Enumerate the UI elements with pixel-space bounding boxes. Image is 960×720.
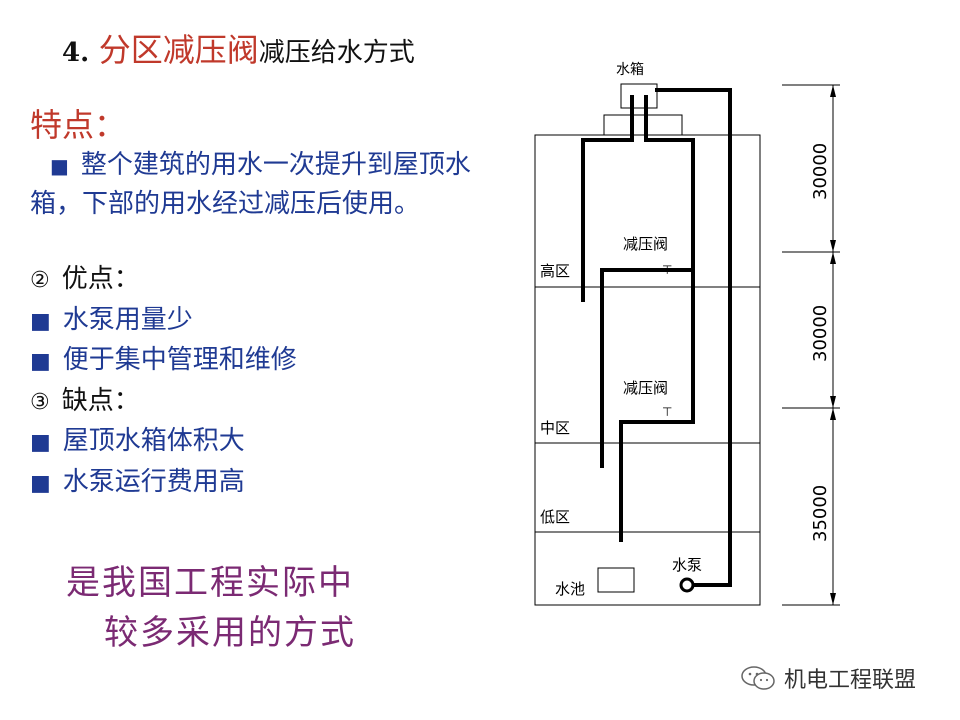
zone-mid-label: 中区: [540, 419, 570, 437]
watermark-text: 机电工程联盟: [784, 668, 917, 693]
list-item-text: 优点：: [61, 264, 140, 294]
dimension-arrow: [830, 396, 836, 408]
list-bullet: ■: [30, 430, 51, 455]
pump-icon: [679, 577, 695, 593]
list-item-text: 水泵运行费用高: [62, 466, 245, 497]
mid-zone-pipe: [600, 268, 693, 468]
features-description-text: 整个建筑的用水一次提升到屋顶水箱，下部的用水经过减压后使用。: [30, 150, 471, 219]
list-item-text: 缺点：: [61, 385, 140, 416]
wechat-icon: [741, 666, 775, 690]
dimension-arrow: [830, 252, 836, 264]
building-outline: [534, 134, 761, 606]
bottom-note: 是我国工程实际中 较多采用的方式: [66, 558, 356, 658]
dimension-arrow: [830, 240, 836, 252]
dimension-arrow: [830, 408, 836, 420]
list-item-text: 屋顶水箱体积大: [62, 426, 245, 456]
riser-pipe: [655, 88, 732, 587]
features-description: ■整个建筑的用水一次提升到屋顶水箱，下部的用水经过减压后使用。: [30, 146, 490, 223]
zone-high-label: 高区: [540, 262, 570, 280]
pressure-valve-icon: ⊤: [662, 263, 672, 277]
watermark: 机电工程联盟: [740, 662, 916, 694]
list-item: ■ 屋顶水箱体积大: [30, 422, 297, 463]
list-item: ③ 缺点：: [30, 382, 297, 423]
list-item: ■ 便于集中管理和维修: [30, 341, 297, 382]
valve-label-upper: 减压阀: [623, 235, 668, 253]
list-bullet: ■: [30, 308, 51, 334]
high-zone-pipe: [581, 95, 634, 302]
note-line-1: 是我国工程实际中: [66, 563, 354, 603]
list-bullet: ②: [30, 268, 50, 293]
dimension-arrow: [830, 85, 836, 97]
valve-label-lower: 减压阀: [623, 379, 668, 397]
list-bullet: ■: [30, 349, 51, 374]
slide-title: 4. 分区减压阀减压给水方式: [62, 30, 415, 73]
features-heading: 特点：: [30, 106, 127, 144]
dimension-arrow: [830, 593, 836, 605]
roof-base: [603, 114, 683, 136]
dimension-label: 30000: [810, 143, 831, 200]
title-rest: 减压给水方式: [258, 38, 415, 68]
pros-cons-list: ② 优点： ■ 水泵用量少 ■ 便于集中管理和维修 ③ 缺点： ■ 屋顶水箱体积大 ■ 水泵…: [30, 260, 297, 503]
list-bullet: ③: [30, 389, 50, 415]
pool-label: 水池: [555, 580, 585, 598]
dimension-label: 35000: [810, 485, 831, 542]
title-highlight: 分区减压阀: [98, 31, 259, 69]
list-item: ② 优点：: [30, 260, 297, 301]
note-line-2: 较多采用的方式: [104, 613, 356, 653]
square-bullet-icon: ■: [50, 154, 69, 178]
roof-tank: [620, 83, 658, 109]
list-item: ■ 水泵运行费用高: [30, 463, 297, 504]
tank-label: 水箱: [616, 62, 644, 78]
title-number: 4.: [62, 38, 90, 68]
list-item-text: 便于集中管理和维修: [62, 345, 297, 375]
dimension-label: 30000: [810, 305, 831, 362]
pressure-valve-icon: ⊤: [662, 405, 672, 419]
list-item: ■ 水泵用量少: [30, 301, 297, 342]
main-down-pipe: [619, 95, 695, 542]
water-pool: [597, 567, 635, 593]
list-item-text: 水泵用量少: [62, 304, 193, 335]
pump-label: 水泵: [672, 556, 702, 574]
zone-low-label: 低区: [540, 508, 570, 526]
list-bullet: ■: [30, 470, 51, 496]
